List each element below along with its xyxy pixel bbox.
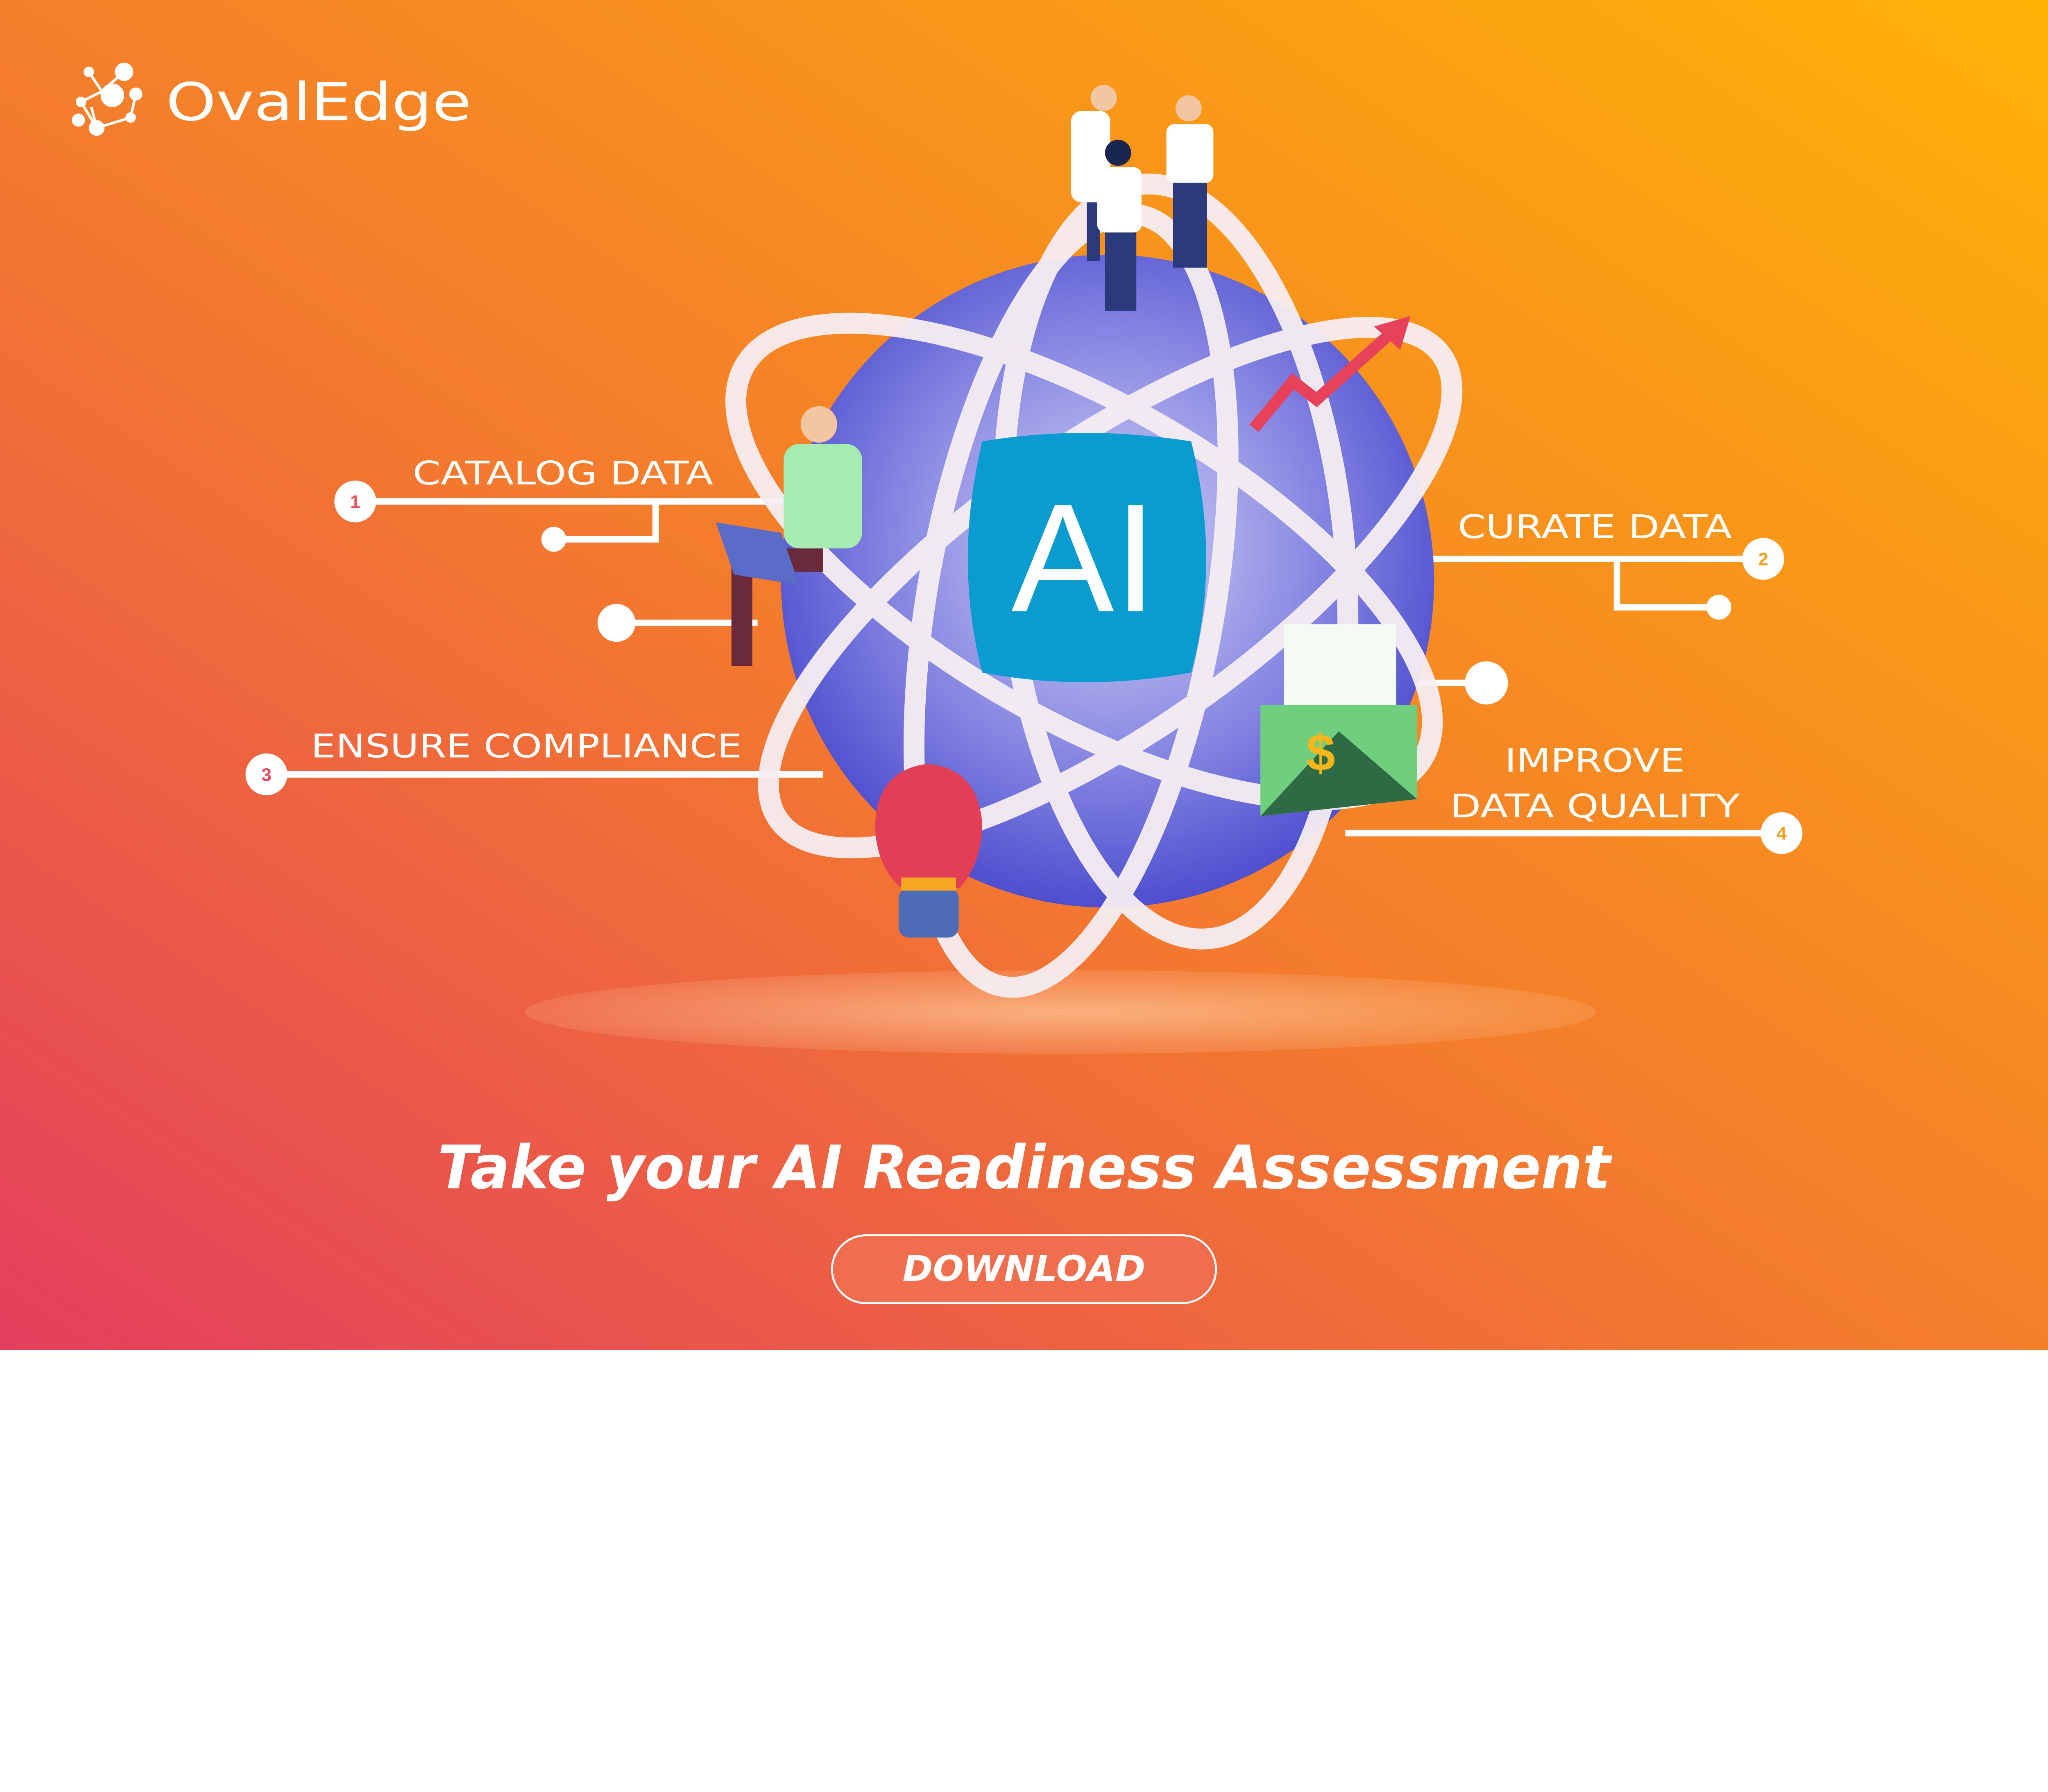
- logo[interactable]: OvalEdge: [72, 63, 472, 136]
- connector-lines: [266, 498, 1782, 837]
- step-label: CATALOG DATA: [413, 454, 713, 492]
- svg-text:$: $: [1306, 724, 1335, 782]
- people-illustration: [716, 85, 1214, 666]
- download-button[interactable]: DOWNLOAD: [831, 1234, 1217, 1304]
- step-number: 1: [350, 492, 360, 512]
- floor-shadow: [525, 970, 1596, 1054]
- banner: OvalEdge AI: [0, 0, 2048, 1351]
- step-number: 2: [1758, 550, 1768, 570]
- step-label-line1: IMPROVE: [1504, 742, 1685, 780]
- lightbulb-icon: [875, 764, 982, 938]
- step-curate-data: 2 CURATE DATA: [1458, 508, 1784, 580]
- step-label: CURATE DATA: [1458, 508, 1732, 546]
- step-label-line2: DATA QUALITY: [1450, 787, 1740, 825]
- step-number: 4: [1776, 824, 1787, 844]
- step-label: ENSURE COMPLIANCE: [311, 727, 742, 765]
- step-catalog-data: 1 CATALOG DATA: [334, 454, 713, 523]
- brand-name: OvalEdge: [166, 72, 471, 133]
- step-improve-data-quality: 4 IMPROVE DATA QUALITY: [1450, 742, 1803, 854]
- headline: Take your AI Readiness Assessment: [437, 1133, 1612, 1203]
- network-nodes-icon: [72, 63, 143, 136]
- growth-arrow-icon: [1249, 328, 1395, 432]
- ai-badge: AI: [967, 433, 1206, 683]
- envelope-money-icon: $: [1260, 624, 1417, 816]
- step-number: 3: [261, 765, 272, 785]
- download-button-label: DOWNLOAD: [902, 1249, 1145, 1290]
- ai-badge-text: AI: [1011, 471, 1157, 644]
- step-ensure-compliance: 3 ENSURE COMPLIANCE: [245, 727, 742, 795]
